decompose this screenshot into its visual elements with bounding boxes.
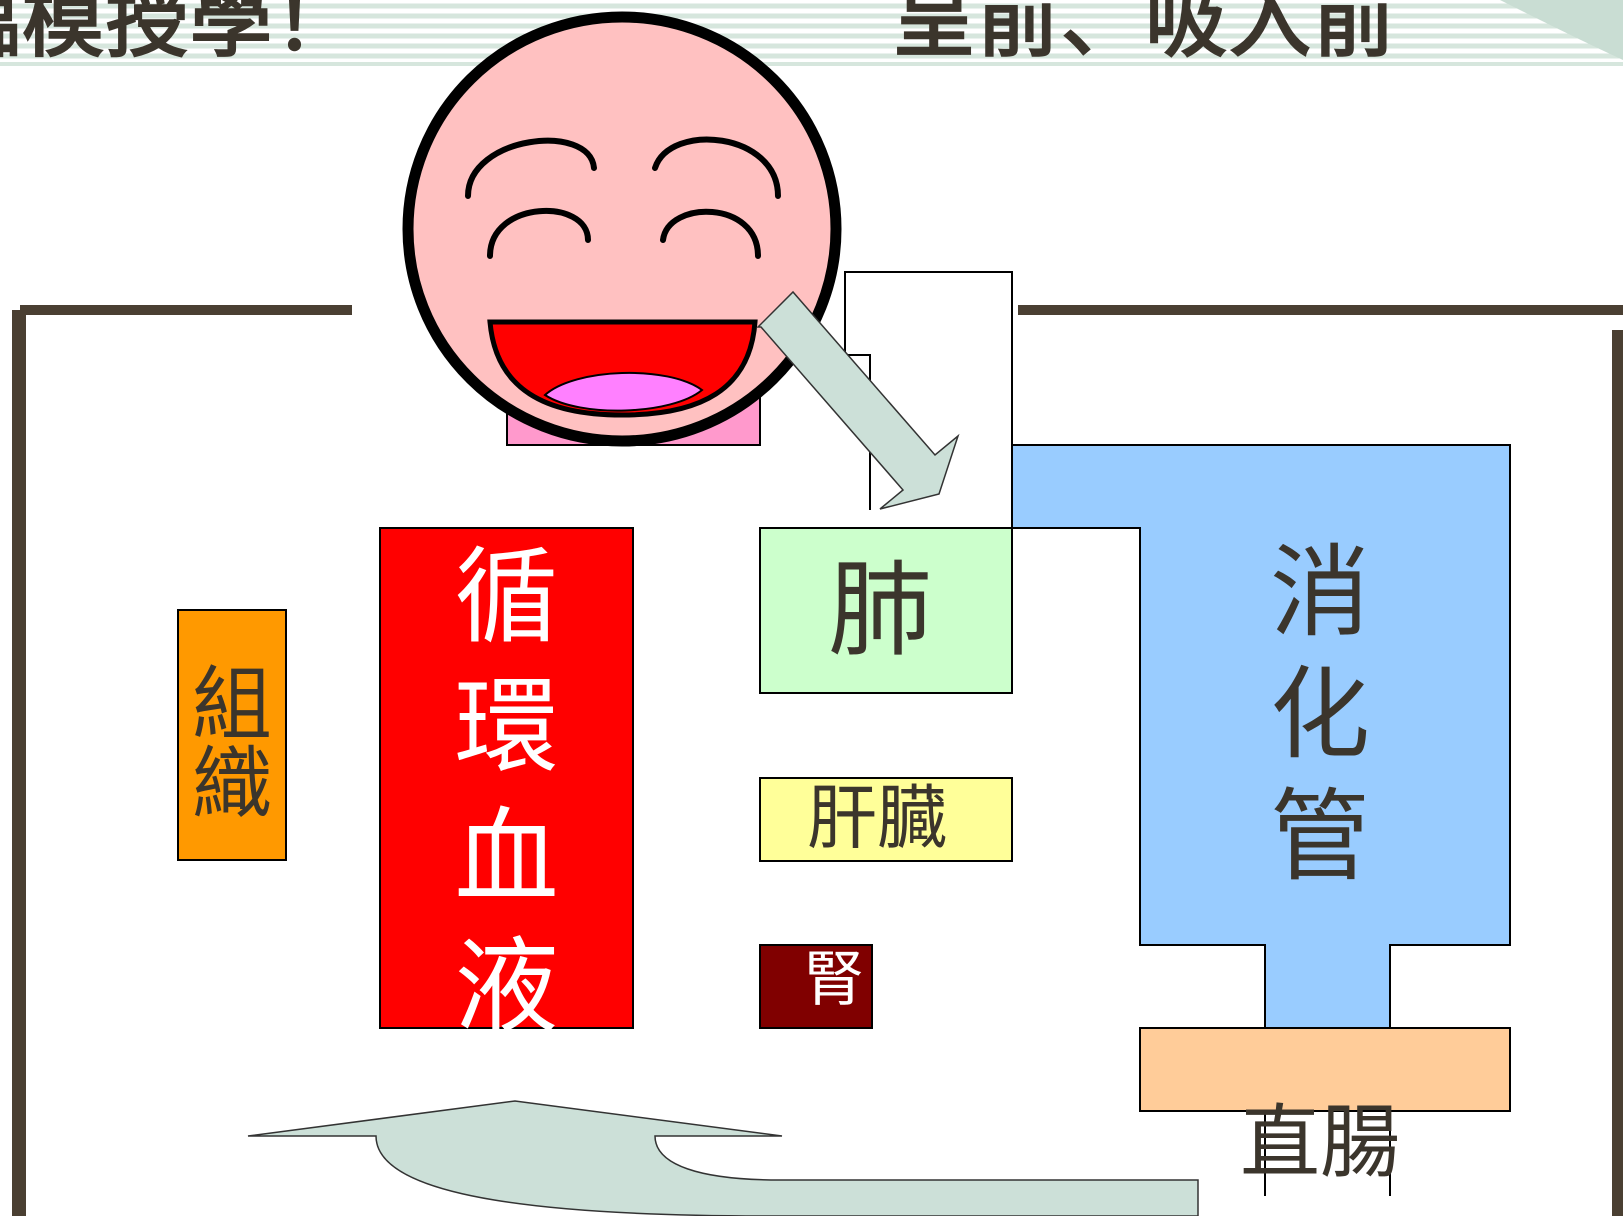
- body-frame: [12, 305, 1623, 1216]
- liver-box: [759, 777, 1013, 862]
- label-char: 組: [192, 658, 272, 751]
- smiling-face-icon: [402, 11, 842, 447]
- label-char: 化: [1270, 656, 1370, 773]
- blood-box: [379, 527, 634, 1029]
- header-band: [0, 0, 1623, 70]
- label-char: 管: [1270, 778, 1370, 895]
- lung-box: [759, 527, 1013, 694]
- slide-title-left: 臨模授學！: [0, 0, 359, 69]
- label-char: 循: [454, 536, 559, 658]
- label-char: 織: [192, 738, 272, 831]
- label-char: 環: [454, 666, 559, 788]
- tissue-label: 組織: [178, 665, 286, 825]
- kidney-label: 腎: [804, 945, 864, 1015]
- label-char: 消: [1270, 534, 1370, 651]
- kidney-box: [759, 944, 873, 1029]
- label-char: 液: [454, 926, 559, 1048]
- return-arrow-icon: [247, 1100, 1199, 1216]
- slide-title-right: 呈前、吸入前: [893, 0, 1398, 69]
- tissue-box: [177, 609, 287, 861]
- liver-label: 肝臓: [807, 777, 947, 859]
- label-char: 血: [454, 796, 559, 918]
- blood-label: 循環血液: [380, 545, 633, 1039]
- lung-label: 肺: [828, 549, 933, 671]
- rectum-box: [1139, 1027, 1511, 1112]
- inhale-arrow-icon: [756, 290, 960, 510]
- gut-label: 消化管: [1255, 543, 1385, 887]
- rectum-label: 直腸: [1240, 1096, 1400, 1189]
